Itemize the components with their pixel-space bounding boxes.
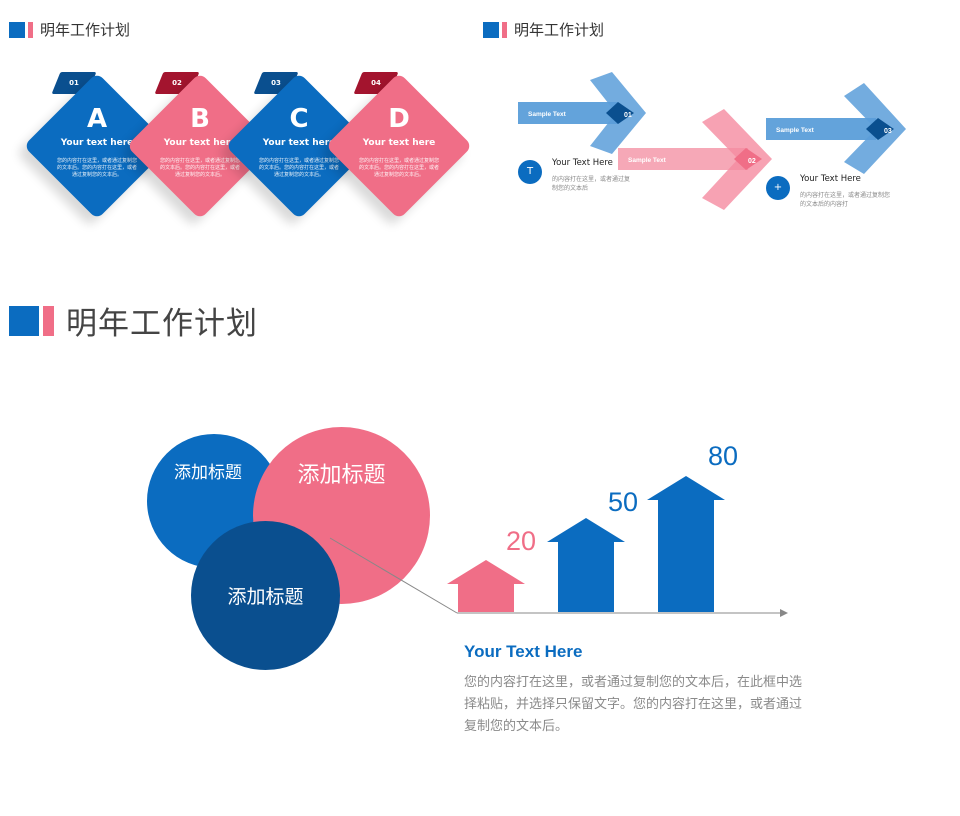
- arrow-label: Sample Text: [528, 111, 567, 118]
- bar-value-50: 50: [608, 487, 639, 517]
- diamond-card-c: 03 C Your text here 您的内容打在这里，或者通过复制您的文本后…: [225, 72, 373, 232]
- diamond-desc: 您的内容打在这里，或者通过复制您的文本后。您的内容打在这里，或者通过复制您的文本…: [56, 158, 137, 178]
- diamond-text: B Your text here 您的内容打在这里，或者通过复制您的文本后。您的…: [145, 102, 255, 179]
- header-title: 明年工作计划: [514, 21, 605, 39]
- diamond-card-d: 04 D Your text here 您的内容打在这里，或者通过复制您的文本后…: [325, 72, 473, 232]
- arrow-03: Sample Text 03: [766, 83, 906, 174]
- growth-bar-20: [447, 560, 525, 612]
- text-icon: T: [518, 160, 542, 184]
- diamond-letter: C: [289, 104, 309, 134]
- diamond-subtitle: Your text here: [362, 138, 436, 148]
- diamond-text: C Your text here 您的内容打在这里，或者通过复制您的文本后。您的…: [244, 102, 354, 179]
- arrow-diagram: Sample Text 01 Sample Text 02 Sample Tex…: [518, 72, 906, 210]
- baseline-arrowhead: [780, 609, 788, 617]
- note-desc: 的内容打在这里，或者通过复制您的文本后的内容打: [800, 192, 891, 208]
- diamond-card-b: 02 B Your text here 您的内容打在这里，或者通过复制您的文本后…: [126, 72, 274, 232]
- note-title: Your Text Here: [800, 174, 861, 184]
- growth-bar-50: [547, 518, 625, 612]
- bar-value-80: 80: [708, 441, 739, 471]
- bottom-title: Your Text Here: [464, 642, 583, 661]
- arrow-number: 03: [884, 128, 892, 135]
- diamond-subtitle: Your text here: [262, 138, 336, 148]
- header-big: 明年工作计划: [9, 298, 258, 343]
- arrow-02: Sample Text 02: [618, 109, 772, 210]
- circle-label: 添加标题: [297, 463, 386, 488]
- diamond-letter: B: [190, 104, 210, 134]
- circle-label: 添加标题: [174, 463, 242, 483]
- diamond-card-a: 01 A Your text here 您的内容打在这里，或者通过复制您的文本后…: [23, 72, 171, 232]
- note-title: Your Text Here: [552, 158, 613, 168]
- arrow-01: Sample Text 01: [518, 72, 646, 154]
- header-small-left: 明年工作计划: [9, 19, 130, 40]
- diamond-desc: 您的内容打在这里，或者通过复制您的文本后。您的内容打在这里，或者通过复制您的文本…: [258, 158, 339, 178]
- header-title: 明年工作计划: [40, 21, 131, 39]
- header-pink-bar: [43, 305, 54, 336]
- arrow-number: 02: [748, 158, 756, 165]
- header-pink-bar: [502, 21, 507, 38]
- header-blue-square: [9, 305, 39, 336]
- diamond-desc: 您的内容打在这里，或者通过复制您的文本后。您的内容打在这里，或者通过复制您的文本…: [159, 158, 240, 178]
- growth-chart: [329, 476, 788, 617]
- diamond-text: A Your text here 您的内容打在这里，或者通过复制您的文本后。您的…: [42, 102, 152, 179]
- arrow-label: Sample Text: [776, 127, 815, 134]
- circle-label: 添加标题: [227, 586, 304, 608]
- diamond-subtitle: Your text here: [163, 138, 237, 148]
- diamond-letter: D: [388, 104, 410, 134]
- diamond-text: D Your text here 您的内容打在这里，或者通过复制您的文本后。您的…: [344, 102, 454, 179]
- note-desc: 的内容打在这里，或者通过复制您的文本后: [552, 176, 631, 192]
- bar-value-20: 20: [506, 526, 537, 556]
- bottom-desc: 您的内容打在这里，或者通过复制您的文本后，在此框中选择粘贴，并选择只保留文字。您…: [464, 675, 803, 734]
- growth-bar-80: [647, 476, 725, 612]
- plus-icon: +: [766, 176, 790, 200]
- arrow-label: Sample Text: [628, 157, 667, 164]
- header-blue-square: [483, 21, 499, 38]
- page-title: 明年工作计划: [66, 306, 258, 342]
- circle-title-3: 添加标题: [191, 521, 340, 670]
- diamond-letter: A: [86, 104, 108, 134]
- arrow-number: 01: [624, 112, 632, 119]
- diamond-subtitle: Your text here: [60, 138, 134, 148]
- header-pink-bar: [28, 21, 33, 38]
- header-small-right: 明年工作计划: [483, 19, 604, 40]
- diamond-desc: 您的内容打在这里，或者通过复制您的文本后。您的内容打在这里，或者通过复制您的文本…: [358, 158, 439, 178]
- header-blue-square: [9, 21, 25, 38]
- connector-line: [329, 537, 458, 614]
